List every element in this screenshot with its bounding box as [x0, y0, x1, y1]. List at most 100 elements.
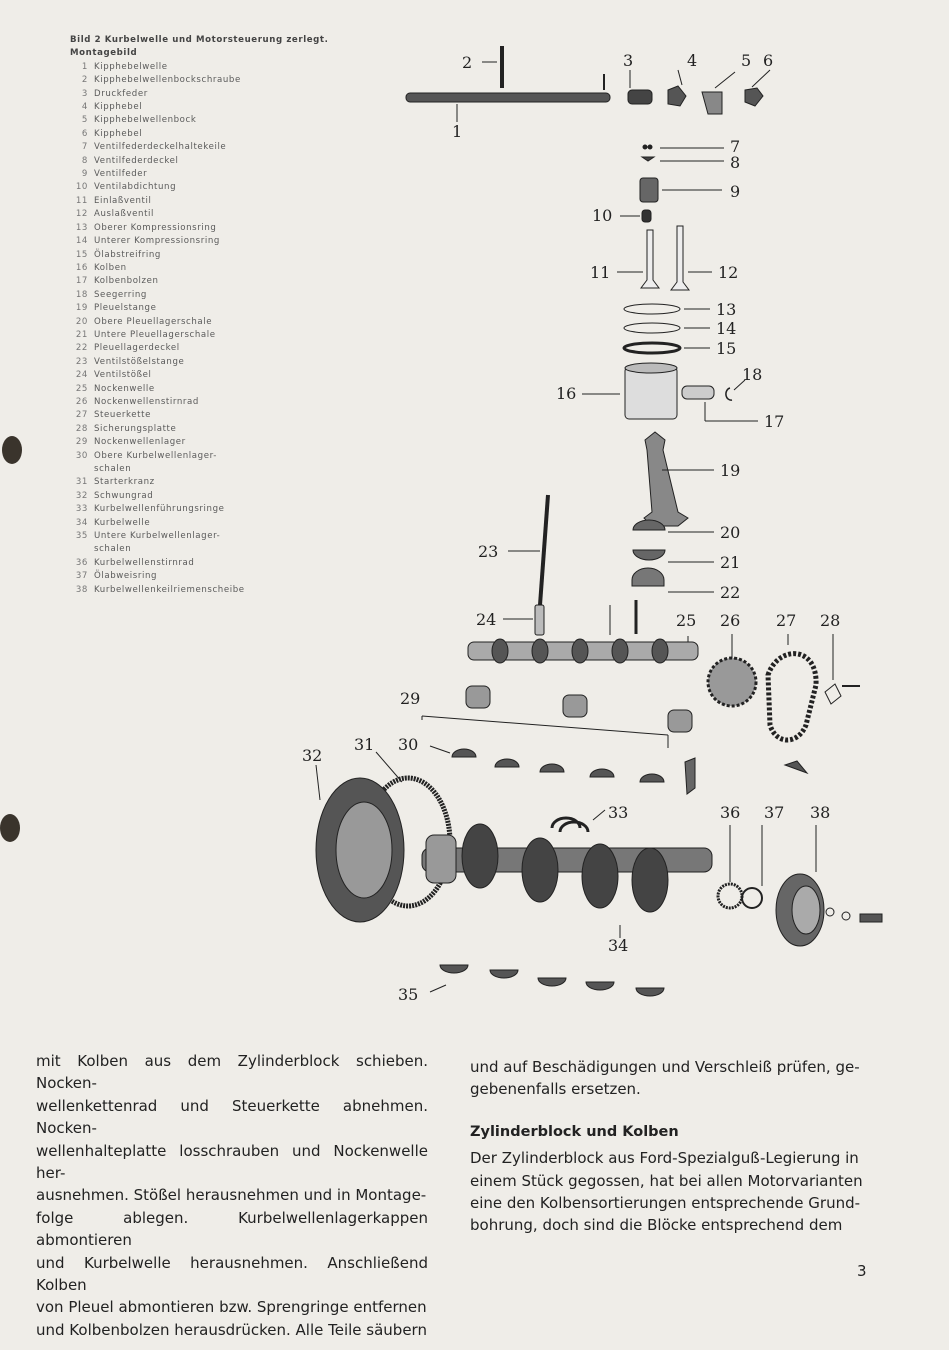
crank-gear — [716, 882, 744, 910]
callout-15: 15 — [716, 339, 736, 358]
caption-subtitle: Montagebild — [70, 48, 138, 59]
rocker-shaft — [405, 92, 611, 103]
callout-28: 28 — [820, 611, 840, 630]
left-paragraph: mit Kolben aus dem Zylinderblock schiebe… — [36, 1050, 428, 1341]
callout-22: 22 — [720, 583, 740, 602]
punch-hole-bottom — [0, 814, 20, 842]
callout-20: 20 — [720, 523, 740, 542]
callout-38: 38 — [810, 803, 830, 822]
cam-bearing-1 — [465, 685, 491, 709]
upper-main-shell-5 — [639, 773, 665, 783]
caption-item-number: 16 — [75, 262, 88, 273]
exploded-view-diagram: 1 2 3 4 5 6 7 8 9 10 11 12 13 14 15 16 1… — [302, 46, 883, 1004]
callout-4: 4 — [687, 51, 697, 70]
caption-item-number: 23 — [75, 356, 88, 367]
caption-item: 19 Pleuelstange — [70, 302, 370, 315]
caption-item: schalen — [70, 463, 370, 476]
caption-item-label: Kipphebelwellenbock — [94, 115, 197, 126]
punch-hole-top — [2, 436, 22, 464]
lower-main-shell-4 — [585, 981, 615, 991]
caption-item-number: 17 — [75, 276, 88, 287]
callout-35: 35 — [398, 985, 418, 1004]
lower-main-shell-2 — [489, 969, 519, 979]
callout-29: 29 — [400, 689, 420, 708]
callout-32: 32 — [302, 746, 322, 765]
caption-item-label: Obere Kurbelwellenlager- — [94, 450, 217, 461]
text-line: mit Kolben aus dem Zylinderblock schiebe… — [36, 1052, 428, 1093]
caption-item-label: Kurbelwelle — [94, 517, 151, 528]
caption-item-label: Ventilfeder — [94, 169, 148, 180]
caption-item-number — [70, 463, 88, 476]
caption-item-number: 30 — [75, 450, 88, 461]
caption-item-label: Obere Pleuellagerschale — [94, 316, 213, 327]
lower-main-shell-3 — [537, 977, 567, 987]
callout-3: 3 — [623, 51, 633, 70]
compression-ring-lower — [623, 322, 681, 334]
caption-item-label: Starterkranz — [94, 477, 155, 488]
caption-item: 10 Ventilabdichtung — [70, 181, 370, 194]
caption-item-number: 19 — [75, 303, 88, 314]
caption-item-number: 7 — [81, 142, 88, 153]
caption-item-label: Kipphebel — [94, 102, 143, 113]
caption-item-number: 38 — [75, 584, 88, 595]
caption-item-label: Seegerring — [94, 289, 147, 300]
lower-main-shell-1 — [439, 964, 469, 974]
caption-item-number: 24 — [75, 370, 88, 381]
text-line: ausnehmen. Stößel herausnehmen und in Mo… — [36, 1186, 427, 1205]
cam-bearing-3 — [667, 709, 693, 733]
caption-title: Bild 2 Kurbelwelle und Motorsteuerung ze… — [70, 35, 329, 45]
caption-item-label: Ventilabdichtung — [94, 182, 177, 193]
text-line: bohrung, doch sind die Blöcke entspreche… — [470, 1216, 843, 1235]
bearing-cap — [631, 567, 665, 587]
upper-main-shell-4 — [589, 768, 615, 778]
callout-36: 36 — [720, 803, 740, 822]
caption-item-label: Unterer Kompressionsring — [94, 236, 220, 247]
callout-1: 1 — [452, 122, 462, 141]
caption-item-number: 26 — [75, 396, 88, 407]
caption-item-number: 9 — [81, 169, 88, 180]
caption-item-number: 29 — [75, 437, 88, 448]
compression-ring-top — [623, 303, 681, 315]
caption-item-label: Kipphebelwellenbockschraube — [94, 75, 241, 86]
caption-item-label: Oberer Kompressionsring — [94, 222, 217, 233]
caption-item-number: 32 — [75, 490, 88, 501]
caption-item-label: Ventilstößel — [94, 370, 152, 381]
callout-34: 34 — [608, 936, 628, 955]
text-line: folge ablegen. Kurbelwellenlagerkappen a… — [36, 1208, 428, 1250]
rocker-arm-2 — [744, 87, 764, 107]
caption-item-number: 13 — [75, 222, 88, 233]
callout-21: 21 — [720, 553, 740, 572]
caption-item-label: Steuerkette — [94, 410, 151, 421]
caption-item-label: Pleuelstange — [94, 303, 157, 314]
callout-13: 13 — [716, 300, 736, 319]
rocker-shaft-bracket — [701, 91, 723, 115]
caption-item: 9 Ventilfeder — [70, 168, 370, 181]
caption-item-number: 10 — [75, 182, 88, 193]
caption-item-label: Kolbenbolzen — [94, 276, 159, 287]
callout-25: 25 — [676, 611, 696, 630]
text-line: und Kurbelwelle herausnehmen. Anschließe… — [36, 1253, 428, 1295]
caption-item-label: Sicherungsplatte — [94, 423, 177, 434]
caption-item-number: 21 — [75, 329, 88, 340]
tappet — [534, 604, 545, 636]
caption-item-label: schalen — [94, 544, 132, 555]
upper-main-shell-2 — [494, 758, 520, 768]
caption-item-number: 33 — [75, 504, 88, 515]
text-column-left: mit Kolben aus dem Zylinderblock schiebe… — [36, 1050, 428, 1341]
caption-item-label: Untere Kurbelwellenlager- — [94, 531, 221, 542]
